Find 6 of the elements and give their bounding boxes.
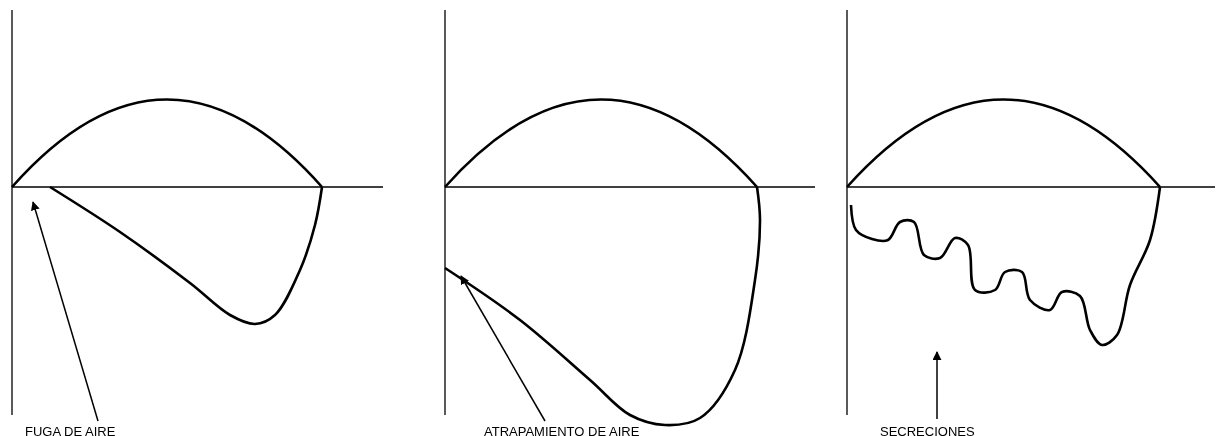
annotation-label: FUGA DE AIRE [25,425,116,436]
annotation-label: SECRECIONES [880,425,975,436]
leader-arrow [460,275,546,422]
leader-arrow [932,351,942,420]
leader-arrow [31,201,99,422]
annotation-label: ATRAPAMIENTO DE AIRE [484,425,640,436]
